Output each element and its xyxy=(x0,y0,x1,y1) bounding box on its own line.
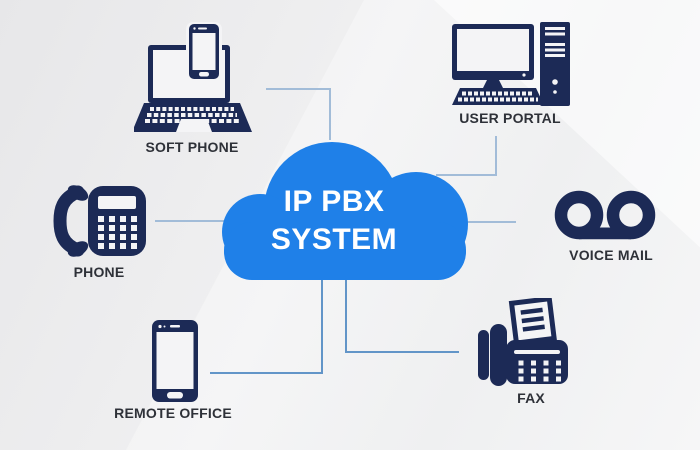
connector-user-portal-vertical xyxy=(495,136,497,176)
cloud-title-line1: IP PBX xyxy=(283,185,385,218)
connector-remote-office-horizontal xyxy=(210,372,323,374)
soft-phone-label: SOFT PHONE xyxy=(145,139,239,155)
connector-soft-phone-horizontal xyxy=(266,88,330,90)
voicemail-icon xyxy=(554,190,656,240)
connector-soft-phone-vertical xyxy=(329,88,331,140)
connector-user-portal-horizontal xyxy=(436,174,497,176)
connector-phone-horizontal xyxy=(155,220,227,222)
connector-remote-office-vertical xyxy=(321,276,323,374)
cloud-title: IP PBX SYSTEM xyxy=(240,183,428,259)
cloud-icon xyxy=(222,142,468,280)
fax-machine-icon xyxy=(478,298,568,386)
laptop-with-smartphone-icon xyxy=(134,22,252,132)
desk-phone-icon xyxy=(53,185,146,257)
smartphone-icon xyxy=(152,320,198,402)
connector-voice-mail-horizontal xyxy=(464,221,516,223)
remote-office-label: REMOTE OFFICE xyxy=(114,405,232,421)
fax-label: FAX xyxy=(517,390,545,406)
desktop-computer-icon xyxy=(452,22,570,106)
connector-fax-vertical xyxy=(345,276,347,353)
connector-fax-horizontal xyxy=(345,351,459,353)
phone-label: PHONE xyxy=(73,264,125,280)
cloud-title-line2: SYSTEM xyxy=(270,223,398,256)
user-portal-label: USER PORTAL xyxy=(459,110,561,126)
voice-mail-label: VOICE MAIL xyxy=(569,247,653,263)
